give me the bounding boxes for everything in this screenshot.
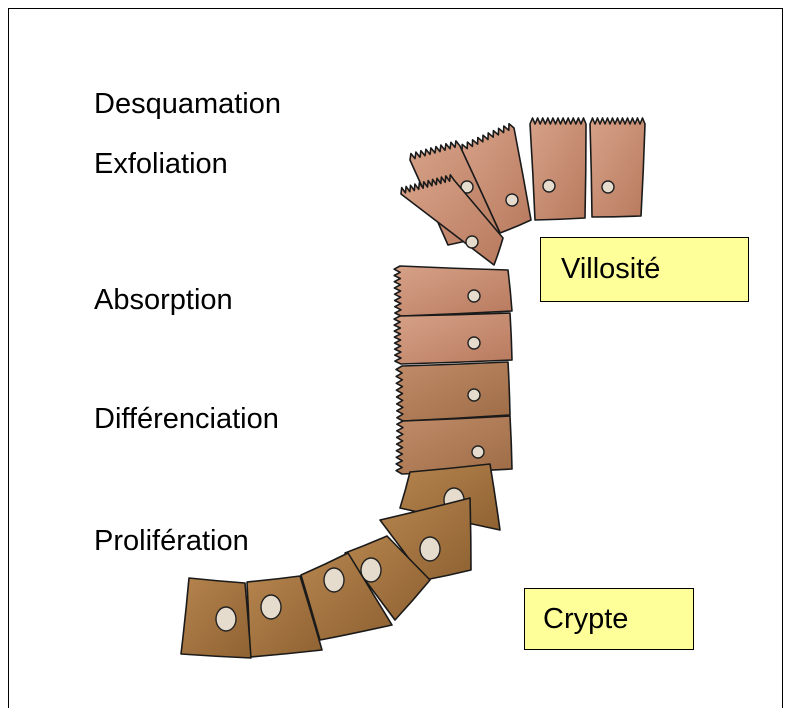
cell-nucleus — [468, 389, 480, 401]
cell-nucleus — [216, 607, 236, 631]
absorption-cell-2 — [394, 313, 512, 364]
villosite-label: Villosité — [561, 253, 660, 286]
cell-nucleus — [468, 337, 480, 349]
cell-body — [530, 118, 586, 220]
villosite-label-box: Villosité — [540, 237, 749, 302]
cell-nucleus — [472, 446, 484, 458]
villus-cell-1 — [590, 118, 645, 217]
cell-nucleus — [506, 194, 518, 206]
absorption-cell-1 — [394, 266, 512, 316]
stage-differenciation: Différenciation — [94, 405, 279, 434]
stage-absorption: Absorption — [94, 286, 233, 315]
villus-cell-2 — [530, 118, 586, 220]
cell-nucleus — [602, 181, 614, 193]
crypte-label: Crypte — [543, 603, 628, 636]
differentiation-cell-2 — [396, 416, 512, 474]
cell-body — [394, 266, 512, 316]
stage-exfoliation: Exfoliation — [94, 150, 228, 179]
crypte-label-box: Crypte — [524, 588, 694, 650]
cell-nucleus — [543, 180, 555, 192]
cell-body — [590, 118, 645, 217]
cell-body — [396, 362, 510, 421]
cell-nucleus — [261, 595, 281, 619]
stage-proliferation: Prolifération — [94, 527, 249, 556]
cell-nucleus — [324, 568, 344, 592]
cell-nucleus — [468, 290, 480, 302]
stage-desquamation: Desquamation — [94, 90, 281, 119]
cell-nucleus — [466, 236, 478, 248]
differentiation-cell-1 — [396, 362, 510, 421]
cell-body — [396, 416, 512, 474]
crypt-cell-6 — [181, 578, 251, 658]
cell-nucleus — [420, 537, 440, 561]
cell-body — [394, 313, 512, 364]
